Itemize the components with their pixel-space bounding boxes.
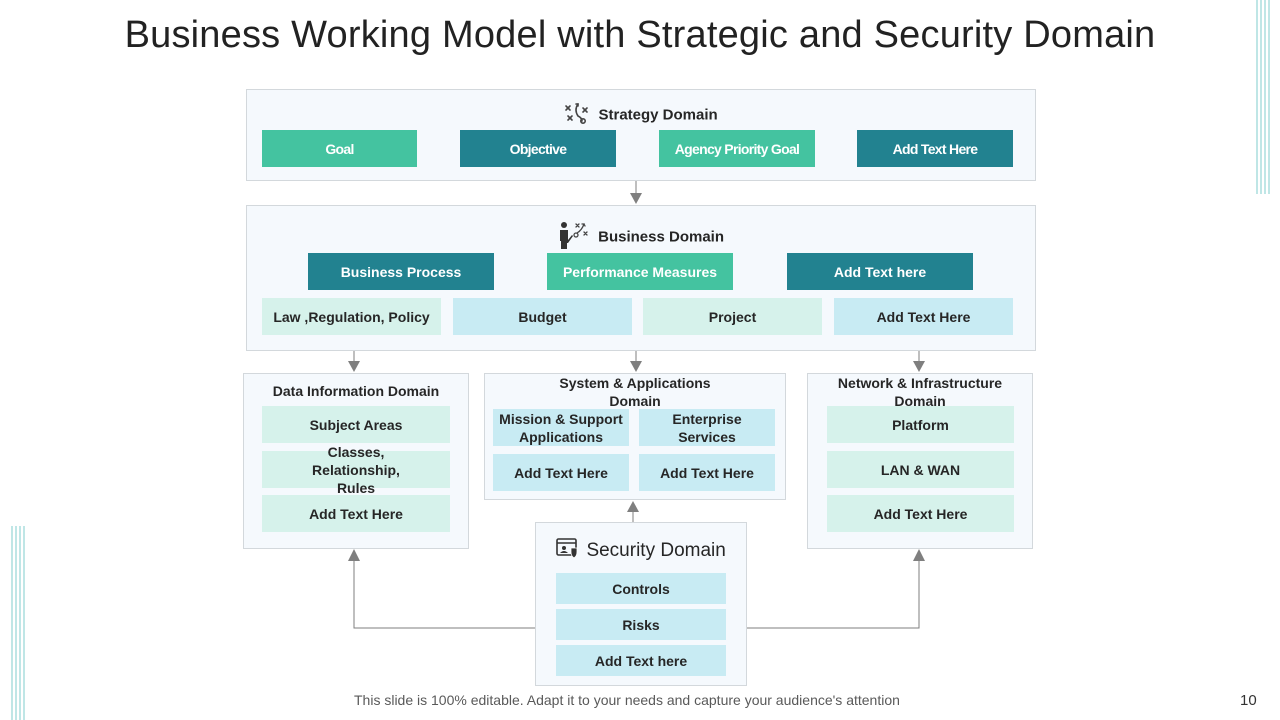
security-item-risks: Risks xyxy=(556,609,726,640)
arrowhead xyxy=(627,501,639,512)
strategy-item-add-text: Add Text Here xyxy=(857,130,1013,167)
business-item-add-text-2: Add Text Here xyxy=(834,298,1013,335)
decor-line xyxy=(1260,0,1262,194)
security-browser-icon xyxy=(556,537,580,565)
data-item-classes-relationship-rules: Classes, Relationship, Rules xyxy=(262,444,450,496)
arrowhead xyxy=(348,361,360,372)
strategy-domain-panel: Strategy Domain Goal Objective Agency Pr… xyxy=(246,89,1036,181)
network-item-lan-wan: LAN & WAN xyxy=(827,451,1014,488)
decor-line xyxy=(15,526,17,720)
strategy-item-goal: Goal xyxy=(262,130,417,167)
arrowhead xyxy=(348,549,360,561)
arrowhead xyxy=(913,361,925,372)
business-item-add-text: Add Text here xyxy=(787,253,973,290)
security-item-add-text: Add Text here xyxy=(556,645,726,676)
arrowhead xyxy=(630,193,642,204)
business-item-budget: Budget xyxy=(453,298,632,335)
system-item-add-text-2: Add Text Here xyxy=(639,454,775,491)
decor-line xyxy=(1264,0,1266,194)
system-applications-domain-title: System & Applications Domain xyxy=(559,375,711,409)
network-item-add-text: Add Text Here xyxy=(827,495,1014,532)
data-item-add-text: Add Text Here xyxy=(262,495,450,532)
network-infrastructure-domain-title: Network & Infrastructure Domain xyxy=(837,375,1003,409)
business-item-business-process: Business Process xyxy=(308,253,494,290)
network-item-platform: Platform xyxy=(827,406,1014,443)
data-information-domain-title: Data Information Domain xyxy=(272,383,440,399)
decor-line xyxy=(23,526,25,720)
footer-note: This slide is 100% editable. Adapt it to… xyxy=(354,692,900,708)
business-item-performance-measures: Performance Measures xyxy=(547,253,733,290)
strategy-item-agency-priority-goal: Agency Priority Goal xyxy=(659,130,815,167)
system-item-add-text-1: Add Text Here xyxy=(493,454,629,491)
network-infrastructure-domain-panel: Network & Infrastructure Domain Platform… xyxy=(807,373,1033,549)
presenter-strategy-icon xyxy=(558,221,590,254)
business-item-project: Project xyxy=(643,298,822,335)
system-item-enterprise-services: Enterprise Services xyxy=(639,409,775,446)
security-domain-title: Security Domain xyxy=(586,540,726,562)
system-applications-domain-panel: System & Applications Domain Mission & S… xyxy=(484,373,786,500)
strategy-item-objective: Objective xyxy=(460,130,616,167)
decor-line xyxy=(1256,0,1258,194)
business-domain-panel: Business Domain Business Process Perform… xyxy=(246,205,1036,351)
decor-line xyxy=(19,526,21,720)
page-number: 10 xyxy=(1240,692,1257,709)
data-item-subject-areas: Subject Areas xyxy=(262,406,450,443)
security-item-controls: Controls xyxy=(556,573,726,604)
arrow-security-to-network xyxy=(747,560,920,629)
decor-line xyxy=(11,526,13,720)
slide-title: Business Working Model with Strategic an… xyxy=(124,14,1156,56)
arrowhead xyxy=(913,549,925,561)
data-information-domain-panel: Data Information Domain Subject Areas Cl… xyxy=(243,373,469,549)
decor-line xyxy=(1268,0,1270,194)
security-domain-panel: Security Domain Controls Risks Add Text … xyxy=(535,522,747,686)
arrow-security-to-data xyxy=(353,560,536,629)
business-domain-title: Business Domain xyxy=(598,228,725,246)
business-item-law-regulation-policy: Law ,Regulation, Policy xyxy=(262,298,441,335)
strategy-domain-title: Strategy Domain xyxy=(598,106,718,124)
strategy-play-icon xyxy=(564,102,590,129)
system-item-mission-support-applications: Mission & Support Applications xyxy=(493,409,629,446)
arrowhead xyxy=(630,361,642,372)
